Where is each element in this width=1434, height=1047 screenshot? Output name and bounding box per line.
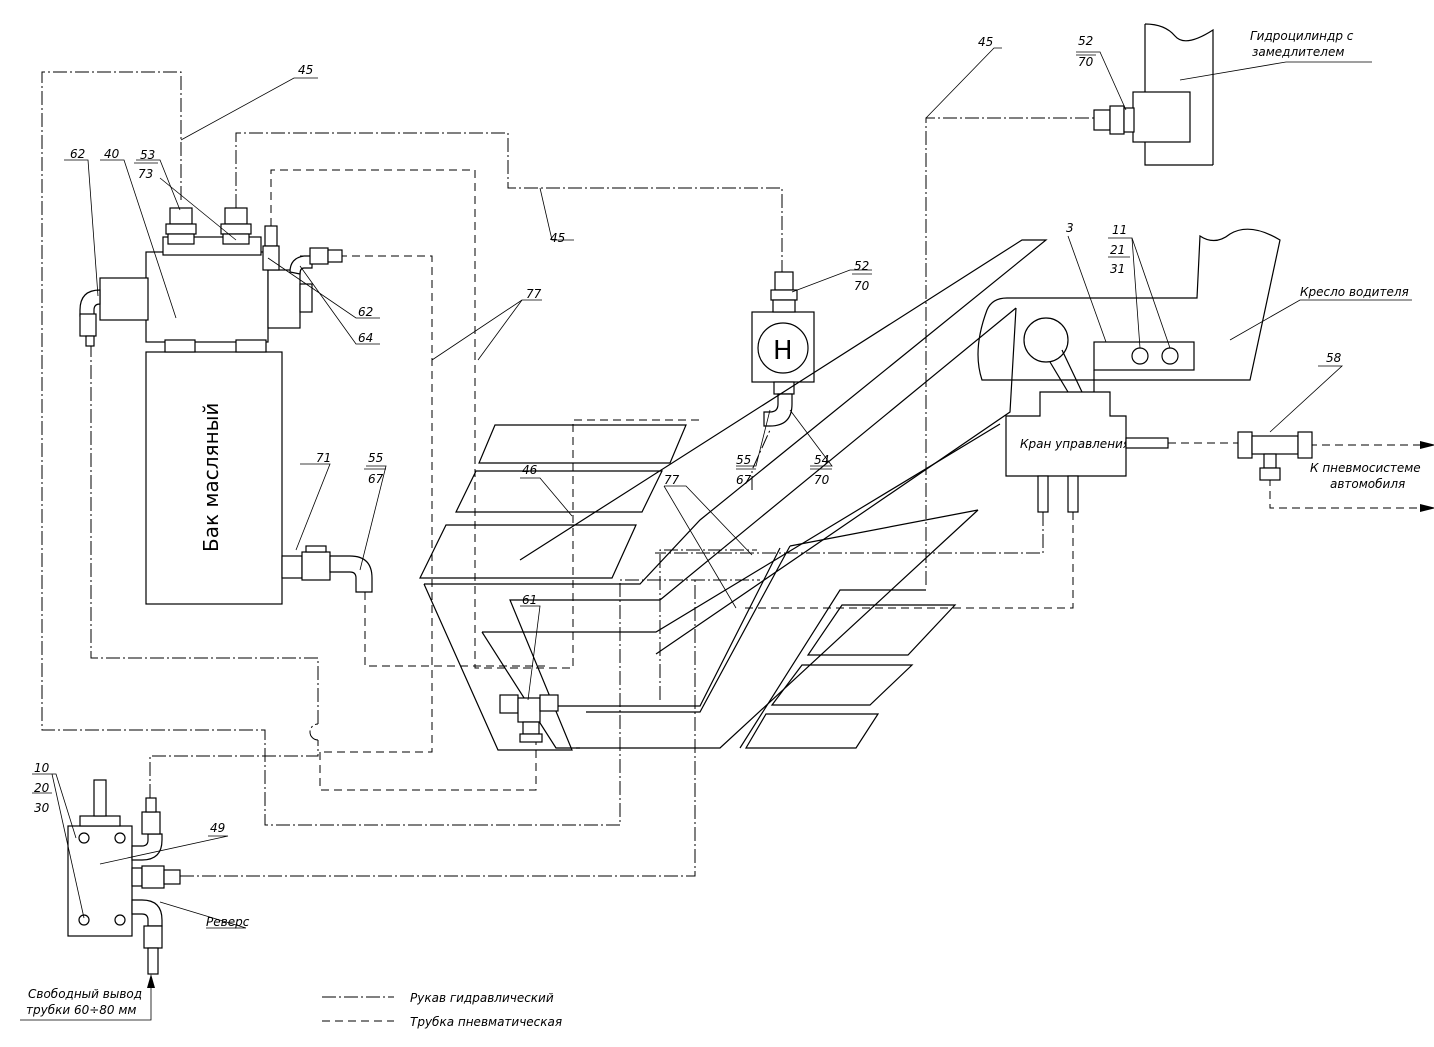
- callout-40: 40: [104, 147, 120, 161]
- pneumo-caption: автомобиля: [1330, 477, 1405, 491]
- callout-70: 70: [1078, 55, 1094, 69]
- leader-lines: [32, 47, 1412, 929]
- seat-caption: Кресло водителя: [1300, 285, 1409, 299]
- callout-54: 54: [814, 453, 829, 467]
- pump-label: Н: [773, 336, 793, 366]
- callout-55: 55: [736, 453, 751, 467]
- callout-71: 71: [316, 451, 331, 465]
- callout-53: 53: [140, 148, 155, 162]
- callout-21: 21: [1110, 243, 1125, 257]
- control-valve-label: Кран управления: [1020, 437, 1130, 451]
- bolt-icon: [1161, 347, 1179, 365]
- legend: Рукав гидравлический Трубка пневматическ…: [322, 991, 562, 1029]
- callout-numbers: 45 45 45 62 40 53 73 62 64 77 52 70 52 7…: [34, 34, 1342, 835]
- callout-55: 55: [368, 451, 383, 465]
- free-outlet-caption: Свободный вывод: [28, 987, 142, 1001]
- callout-67: 67: [736, 473, 752, 487]
- callout-62: 62: [70, 147, 85, 161]
- callout-20: 20: [34, 781, 50, 795]
- callout-45: 45: [550, 231, 565, 245]
- callout-77: 77: [664, 473, 680, 487]
- callout-70: 70: [854, 279, 870, 293]
- callout-58: 58: [1326, 351, 1342, 365]
- arrow-right-icon: [1420, 441, 1434, 449]
- callout-52: 52: [1078, 34, 1093, 48]
- floor-pedals: [419, 239, 1048, 751]
- hydraulic-cylinder: [1093, 23, 1214, 166]
- captions: Гидроцилиндр с замедлителем Кресло водит…: [26, 29, 1421, 1017]
- pump: Н: [751, 271, 815, 427]
- driver-seat: [977, 228, 1281, 393]
- control-valve: Кран управления: [1005, 391, 1169, 513]
- callout-73: 73: [138, 167, 153, 181]
- callout-3: 3: [1066, 221, 1074, 235]
- cylinder-caption: Гидроцилиндр с: [1250, 29, 1354, 43]
- tank-label: Бак масляный: [199, 403, 223, 552]
- legend-hydraulic-label: Рукав гидравлический: [410, 991, 554, 1005]
- callout-62: 62: [358, 305, 373, 319]
- bolt-icon: [1131, 347, 1149, 365]
- arrow-right-icon: [1420, 504, 1434, 512]
- callout-64: 64: [358, 331, 373, 345]
- pneumo-caption: К пневмосистеме: [1310, 461, 1421, 475]
- tee-fitting: [1237, 431, 1313, 481]
- callout-67: 67: [368, 472, 384, 486]
- callout-11: 11: [1112, 223, 1127, 237]
- cylinder-caption: замедлителем: [1252, 45, 1344, 59]
- valve-block-49: [67, 779, 181, 975]
- callout-31: 31: [1110, 262, 1125, 276]
- callout-10: 10: [34, 761, 50, 775]
- oil-tank: Бак масляный: [79, 207, 373, 605]
- arrows: [20, 441, 1434, 1021]
- reverse-caption: Реверс: [206, 915, 250, 929]
- callout-30: 30: [34, 801, 50, 815]
- free-outlet-caption: трубки 60÷80 мм: [26, 1003, 136, 1017]
- callout-77: 77: [526, 287, 542, 301]
- callout-45: 45: [978, 35, 993, 49]
- callout-46: 46: [522, 463, 538, 477]
- pneumatic-lines: [270, 169, 1420, 791]
- callout-45: 45: [298, 63, 313, 77]
- tee-fitting-61: [499, 694, 559, 743]
- callout-70: 70: [814, 473, 830, 487]
- pump-icon: [757, 322, 809, 374]
- arrow-up-icon: [147, 974, 155, 988]
- callout-52: 52: [854, 259, 869, 273]
- legend-pneumatic-label: Трубка пневматическая: [410, 1015, 562, 1029]
- callout-61: 61: [522, 593, 537, 607]
- callout-49: 49: [210, 821, 225, 835]
